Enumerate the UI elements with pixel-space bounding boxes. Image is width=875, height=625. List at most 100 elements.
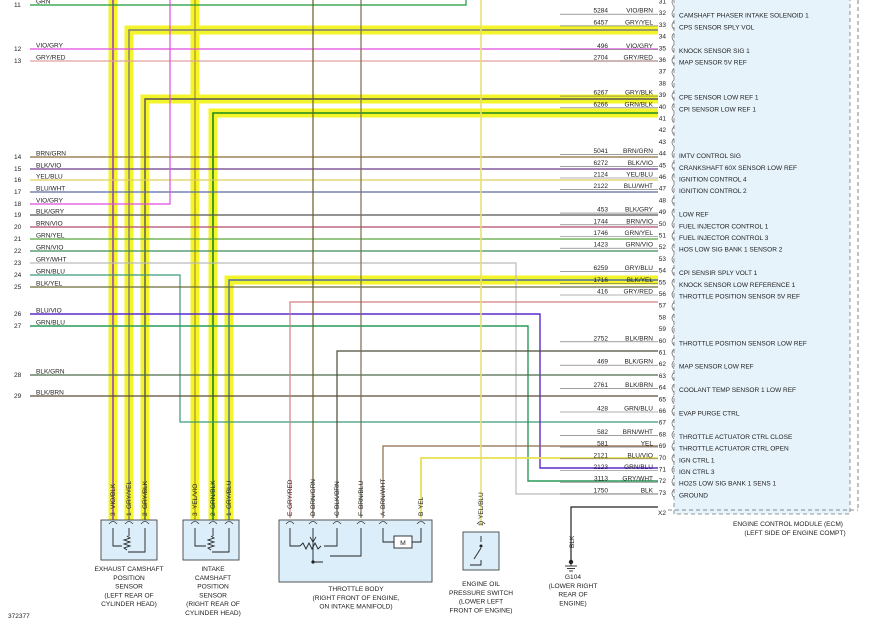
ecm-pin-socket xyxy=(671,0,675,7)
ecm-pin-function: EVAP PURGE CTRL xyxy=(679,411,740,418)
throttle-tps-circuit xyxy=(324,528,338,547)
ecm-pin-number: 70 xyxy=(659,455,667,462)
component-pin-socket xyxy=(208,521,218,525)
left-pin-wire-color: GRY/RED xyxy=(36,55,66,62)
ecm-pin-color: VIO/GRY xyxy=(626,43,654,50)
ecm-pin-socket xyxy=(671,114,675,124)
ecm-pin-socket xyxy=(671,407,675,416)
left-pin-number: 13 xyxy=(14,58,22,65)
component-pin-socket xyxy=(356,521,366,525)
ecm-pin-function: IGNITION CONTROL 2 xyxy=(679,188,747,195)
ecm-pin-number: 41 xyxy=(659,116,667,123)
ecm-pin-circuit: 2122 xyxy=(594,183,609,190)
ecm-pin-socket xyxy=(671,231,675,241)
ecm-pin-color: GRY/WHT xyxy=(622,476,653,483)
left-pin-wire-color: BLU/VIO xyxy=(36,308,62,315)
ecm-pin-number: 65 xyxy=(659,396,667,403)
left-pin-wire-color: BRN/VIO xyxy=(36,221,63,228)
left-pin-number: 11 xyxy=(14,2,21,9)
wire-gry-wht xyxy=(30,262,658,495)
ecm-pin-color: GRN/YEL xyxy=(624,230,653,237)
left-pin-wire-color: BLK/YEL xyxy=(36,281,63,288)
ecm-pin-number: 66 xyxy=(659,408,667,415)
component-pin-wire-color: GRY/BLK xyxy=(142,480,149,509)
component-caption: (RIGHT REAR OF xyxy=(186,601,240,608)
component-pin-wire-color: BRN/BLU xyxy=(358,481,365,509)
ecm-pin-number: 36 xyxy=(659,57,667,64)
ecm-pin-function: THROTTLE ACTUATOR CTRL OPEN xyxy=(679,446,789,453)
ecm-pin-socket xyxy=(671,67,675,77)
ecm-pin-color: BLU/WHT xyxy=(624,183,653,190)
component-caption: (RIGHT FRONT OF ENGINE, xyxy=(313,595,400,602)
ecm-pin-circuit: 2752 xyxy=(594,335,609,342)
ecm-pin-number: 73 xyxy=(659,490,667,497)
left-pin-number: 22 xyxy=(14,248,22,255)
ecm-pin-number: 56 xyxy=(659,291,667,298)
ecm-pin-socket xyxy=(671,313,675,323)
ecm-pin-color: GRY/RED xyxy=(624,289,654,296)
ecm-pin-circuit: 453 xyxy=(597,207,608,214)
wire-blu-vio xyxy=(30,313,658,469)
component-pin-number: 1 xyxy=(226,512,233,516)
ecm-pin-socket xyxy=(671,360,675,369)
ecm-pin-circuit: 6266 xyxy=(594,101,609,108)
exhaust-cam-sensor-body xyxy=(100,519,158,561)
component-pin-number: 2 xyxy=(210,512,217,516)
left-pin-number: 14 xyxy=(14,154,22,161)
left-pin-wire-color: BRN/GRN xyxy=(36,151,66,158)
ecm-pin-socket xyxy=(671,208,675,217)
component-pin-socket xyxy=(308,521,318,525)
component-caption: REAR OF xyxy=(558,592,587,599)
intake-cam-resistor xyxy=(206,535,216,551)
component-pin-wire-color: GRY/YEL xyxy=(126,481,133,509)
ecm-pin-color: BLK/YEL xyxy=(627,277,654,284)
ecm-pin-socket xyxy=(671,32,675,42)
component-caption: ENGINE OIL xyxy=(462,581,500,588)
ecm-pin-circuit: 2761 xyxy=(594,382,609,389)
ecm-pin-socket xyxy=(671,454,675,463)
ecm-pin-socket xyxy=(671,243,675,252)
ecm-pin-color: BLK/GRY xyxy=(625,207,654,214)
wire-grn-blk xyxy=(212,112,658,525)
ecm-pin-socket xyxy=(671,290,675,299)
component-pin-wire-color: GRY/RED xyxy=(287,479,294,509)
ecm-pin-socket xyxy=(671,103,675,112)
ecm-pin-function: COOLANT TEMP SENSOR 1 LOW REF xyxy=(679,387,796,394)
component-pin-socket xyxy=(108,521,118,525)
left-pin-number: 26 xyxy=(14,311,22,318)
ecm-pin-socket xyxy=(671,44,675,54)
throttle-motor-label: M xyxy=(400,540,406,547)
ecm-pin-number: 51 xyxy=(659,233,667,240)
ecm-pin-number: 39 xyxy=(659,92,667,99)
ecm-pin-color: GRN/BLU xyxy=(624,406,653,413)
ecm-pin-color: BLK/BRN xyxy=(625,382,653,389)
left-pin-number: 23 xyxy=(14,260,22,267)
ecm-pin-number: 54 xyxy=(659,268,667,275)
left-pin-number: 18 xyxy=(14,201,22,208)
ecm-pin-socket xyxy=(671,489,675,498)
ecm-pin-function: CRANKSHAFT 60X SENSOR LOW REF xyxy=(679,165,797,172)
ecm-pin-color: BLK/VIO xyxy=(628,160,653,167)
ecm-pin-number: 62 xyxy=(659,361,667,368)
ecm-pin-function: THROTTLE POSITION SENSOR LOW REF xyxy=(679,340,807,347)
wire-grn-blu-27 xyxy=(30,325,658,482)
component-caption: G104 xyxy=(565,574,581,581)
left-pin-number: 24 xyxy=(14,272,22,279)
left-pin-wire-color: VIO/GRY xyxy=(36,43,64,50)
ecm-pin-function: IMTV CONTROL SIG xyxy=(679,153,741,160)
wire-brn-wht xyxy=(382,445,658,518)
component-pin-wire-color: GRN/BLK xyxy=(210,480,217,509)
ecm-pin-socket xyxy=(671,337,675,346)
ecm-pin-function: CPE SENSOR LOW REF 1 xyxy=(679,95,759,102)
ecm-pin-socket xyxy=(671,220,675,229)
ecm-pin-number: 64 xyxy=(659,385,667,392)
ecm-pin-color: GRY/BLU xyxy=(625,265,654,272)
intake-cam-circuit xyxy=(194,528,206,547)
throttle-motor-circuit xyxy=(382,528,394,543)
wire-vio-gry-18 xyxy=(30,0,171,205)
component-caption: CAMSHAFT xyxy=(195,575,231,582)
ecm-pin-color: GRY/RED xyxy=(624,55,654,62)
ecm-pin-circuit: 5284 xyxy=(594,8,609,15)
ecm-pin-function: THROTTLE ACTUATOR CTRL CLOSE xyxy=(679,434,793,441)
